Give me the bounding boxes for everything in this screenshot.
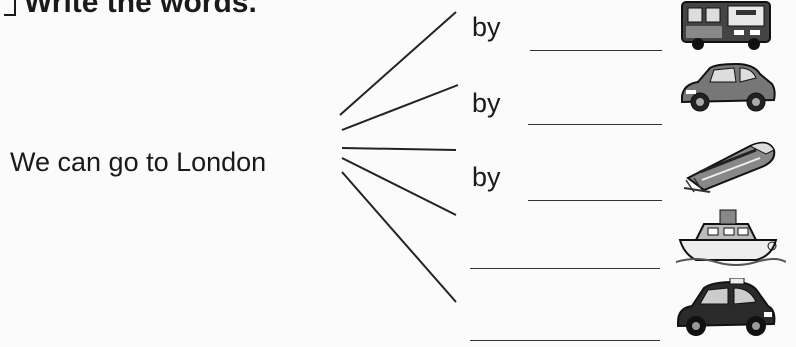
row-1-prefix: by: [472, 12, 501, 42]
boat-icon: [676, 209, 786, 266]
row-2-prefix: by: [472, 88, 501, 118]
sentence-subject: We can go to London: [10, 147, 267, 177]
line-to-taxi: [341, 171, 457, 303]
row-4-answer-blank[interactable]: [470, 268, 660, 269]
line-to-bus: [339, 11, 457, 116]
bus-icon: [681, 1, 771, 50]
line-to-car: [341, 84, 459, 131]
train-icon: [683, 141, 776, 193]
row-3-prefix: by: [472, 162, 501, 192]
row-2-answer-blank[interactable]: [528, 124, 662, 125]
line-to-train: [341, 147, 457, 151]
header-text: Write the words.: [24, 0, 257, 19]
row-1-answer-blank[interactable]: [530, 50, 662, 51]
exercise-header: Write the words.: [4, 0, 257, 20]
row-3-answer-blank[interactable]: [528, 200, 662, 201]
row-5-answer-blank[interactable]: [470, 340, 660, 341]
taxi-icon: [677, 278, 776, 336]
checkbox-icon: [4, 0, 16, 16]
line-to-boat: [341, 157, 457, 216]
car-icon: [681, 62, 776, 112]
